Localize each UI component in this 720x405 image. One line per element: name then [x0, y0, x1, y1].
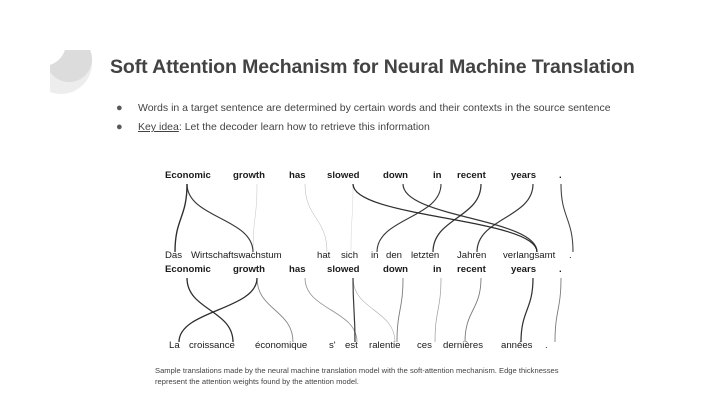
- sentence-word: down: [383, 264, 408, 275]
- attention-edge: [256, 277, 294, 343]
- sentence-word: years: [511, 170, 536, 181]
- attention-edge: [350, 183, 354, 253]
- sentence-word: .: [559, 264, 562, 275]
- sentence-word: ralentie: [369, 340, 400, 351]
- sentence-word: La: [169, 340, 180, 351]
- attention-edge: [352, 277, 356, 343]
- attention-edge: [178, 277, 258, 343]
- sentence-word: Jahren: [457, 250, 486, 261]
- sentence-word: .: [545, 340, 548, 351]
- attention-edge: [464, 277, 482, 343]
- sentence-word: growth: [233, 264, 265, 275]
- sentence-word: années: [501, 340, 533, 351]
- attention-edge: [434, 277, 442, 343]
- attention-edge: [376, 183, 442, 253]
- sentence-word: in: [433, 170, 442, 181]
- bullet-text-1: Words in a target sentence are determine…: [138, 102, 611, 114]
- sentence-word: hat: [317, 250, 331, 261]
- key-idea-emphasis: Key idea: [138, 121, 179, 133]
- sentence-word: est: [345, 340, 358, 351]
- sentence-word: den: [386, 250, 402, 261]
- sentence-word: in: [433, 264, 442, 275]
- sentence-word: .: [559, 170, 562, 181]
- attention-edge: [402, 183, 538, 253]
- attention-edge: [252, 183, 258, 253]
- sentence-word: has: [289, 264, 306, 275]
- bullet-list: ● Words in a target sentence are determi…: [110, 100, 670, 138]
- attention-edge-group: [174, 183, 574, 343]
- bullet-marker: ●: [116, 121, 123, 133]
- attention-edge: [520, 277, 534, 343]
- sentence-word: slowed: [327, 170, 360, 181]
- sentence-word: s': [329, 340, 336, 351]
- page-title: Soft Attention Mechanism for Neural Mach…: [110, 56, 635, 78]
- attention-edge: [560, 183, 574, 253]
- sentence-word: years: [511, 264, 536, 275]
- sentence-word: Economic: [165, 264, 212, 275]
- sentence-word: économique: [255, 340, 307, 351]
- sentence-word: has: [289, 170, 306, 181]
- sentence-word: Wirtschaftswachstum: [191, 250, 282, 261]
- sentence-word: recent: [457, 264, 487, 275]
- sentence-word: sich: [341, 250, 358, 261]
- sentence-word: ces: [417, 340, 432, 351]
- sentence-word: slowed: [327, 264, 360, 275]
- figure-caption: Sample translations made by the neural m…: [155, 366, 559, 386]
- sentence-word: Das: [165, 250, 182, 261]
- sentence-word: recent: [457, 170, 487, 181]
- sentence-word: growth: [233, 170, 265, 181]
- attention-edge: [174, 183, 188, 253]
- attention-edge: [396, 277, 404, 343]
- sentence-word: dernières: [443, 340, 483, 351]
- bullet-text-2: Key idea: Let the decoder learn how to r…: [138, 121, 430, 133]
- list-item: ● Key idea: Let the decoder learn how to…: [110, 119, 670, 136]
- attention-edge: [304, 277, 358, 343]
- attention-edge: [352, 183, 538, 253]
- list-item: ● Words in a target sentence are determi…: [110, 100, 670, 117]
- sentence-word: Economic: [165, 170, 212, 181]
- attention-edge: [432, 183, 482, 253]
- sentence-word: in: [371, 250, 378, 261]
- attention-edge: [554, 277, 562, 343]
- bullet-marker: ●: [116, 102, 123, 114]
- attention-edge: [304, 183, 328, 253]
- sentence-word: letzten: [411, 250, 439, 261]
- attention-edge: [186, 277, 234, 343]
- attention-edge: [352, 277, 396, 343]
- sentence-word: croissance: [189, 340, 235, 351]
- sentence-word: .: [569, 250, 572, 261]
- decorative-quarter-circle: [50, 50, 92, 95]
- sentence-word: down: [383, 170, 408, 181]
- sentence-word: verlangsamt: [503, 250, 556, 261]
- attention-edge: [186, 183, 254, 253]
- attention-edge: [476, 183, 534, 253]
